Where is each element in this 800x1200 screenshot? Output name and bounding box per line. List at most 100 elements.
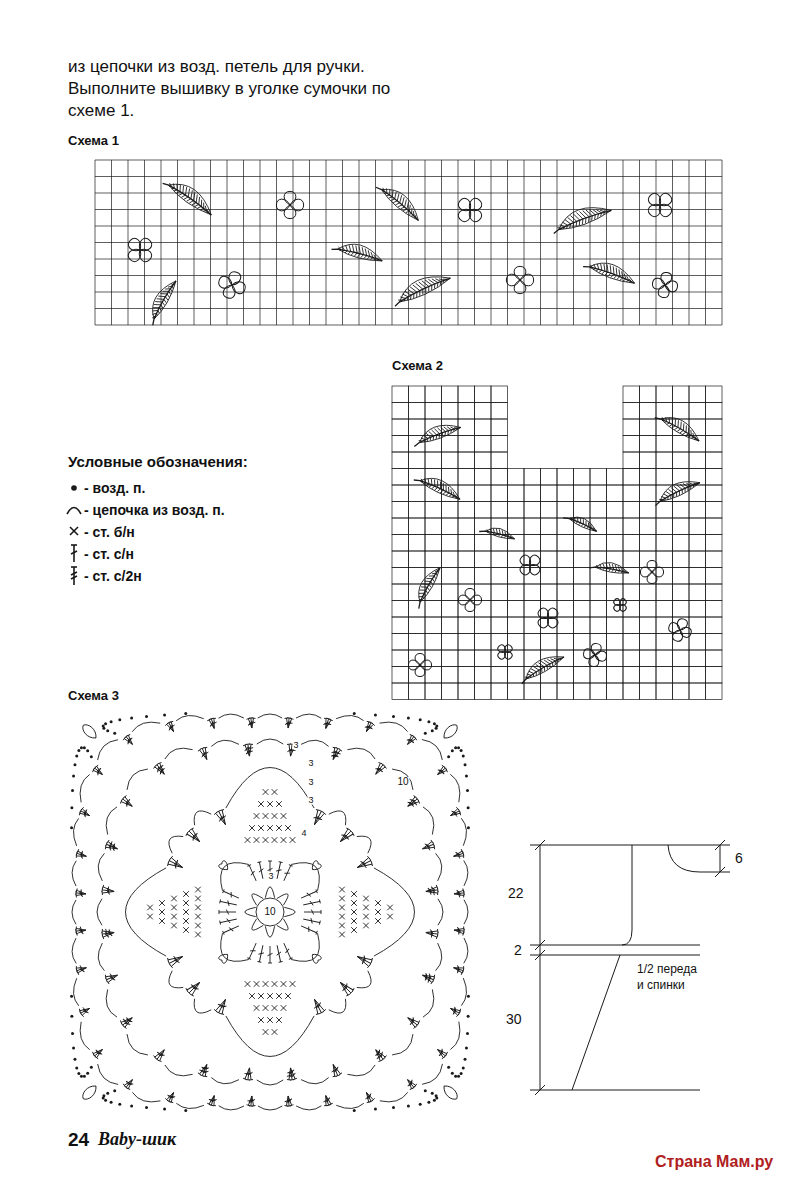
feather-barb bbox=[599, 564, 602, 567]
stitch-bar bbox=[310, 900, 313, 905]
grid-cell bbox=[491, 386, 508, 403]
grid-cell bbox=[574, 535, 591, 552]
stitch-stem bbox=[249, 865, 256, 881]
stitch-stem bbox=[301, 891, 317, 898]
feather-barb bbox=[608, 265, 614, 273]
feather-barb bbox=[426, 438, 429, 441]
feather-barb bbox=[414, 215, 418, 219]
feather-barb bbox=[680, 483, 685, 490]
sc-line bbox=[195, 887, 201, 893]
feather-barb bbox=[339, 249, 341, 250]
feather-spine bbox=[376, 185, 420, 222]
feather-spine bbox=[552, 209, 612, 234]
grid-cell bbox=[442, 683, 459, 700]
feather-barb bbox=[364, 249, 369, 256]
stitch-symbol bbox=[200, 747, 209, 760]
feather-barb bbox=[426, 479, 431, 484]
feather-barb bbox=[672, 419, 678, 426]
dc-cap bbox=[71, 544, 77, 546]
sc-line bbox=[351, 909, 357, 915]
stitch-symbol bbox=[275, 862, 283, 880]
flower-petal bbox=[506, 274, 520, 286]
grid-cell bbox=[689, 584, 706, 601]
sc-stitch bbox=[281, 1005, 287, 1011]
sc-line bbox=[285, 825, 291, 831]
sc-line bbox=[249, 825, 255, 831]
stitch-symbol bbox=[425, 885, 438, 894]
grid-cell bbox=[673, 584, 690, 601]
stitch-symbol bbox=[187, 829, 201, 843]
stitch-stem bbox=[426, 890, 438, 892]
stitch-bar bbox=[202, 1065, 207, 1070]
grid-cell bbox=[623, 502, 640, 519]
feather-barb bbox=[680, 430, 683, 434]
stitch-symbol bbox=[288, 1068, 295, 1081]
feather-barb bbox=[158, 293, 165, 299]
feather-barb bbox=[195, 203, 199, 207]
stitch-cap bbox=[79, 1009, 81, 1013]
feather-barb bbox=[617, 566, 620, 570]
grid-cell bbox=[590, 469, 607, 486]
sc-line bbox=[285, 993, 291, 999]
grid-cell bbox=[392, 601, 409, 618]
grid-cell bbox=[392, 419, 409, 436]
grid-cell bbox=[640, 535, 657, 552]
grid-cell bbox=[557, 502, 574, 519]
chain-arc bbox=[336, 1103, 364, 1108]
sc-line bbox=[387, 905, 393, 911]
chain-arc bbox=[169, 971, 183, 988]
grid-cell bbox=[425, 551, 442, 568]
sc-stitch bbox=[159, 918, 165, 924]
grid-cell bbox=[475, 419, 492, 436]
grid-cell bbox=[392, 551, 409, 568]
feather-barb bbox=[576, 521, 578, 523]
sc-line bbox=[351, 900, 357, 906]
stitch-bar bbox=[250, 949, 256, 953]
stitch-cap bbox=[434, 845, 436, 849]
stitch-symbol bbox=[153, 765, 166, 776]
feather-barb bbox=[583, 209, 589, 218]
sc-line bbox=[195, 914, 201, 920]
sc-stitch bbox=[363, 896, 369, 902]
feather-barb bbox=[540, 668, 543, 672]
feather-barb bbox=[158, 308, 162, 311]
feather-barb bbox=[570, 517, 573, 519]
stitch-cap bbox=[249, 743, 253, 745]
chain-arc bbox=[132, 1092, 160, 1102]
feather-barb bbox=[558, 657, 562, 660]
feather-barb bbox=[495, 529, 498, 534]
feather-barb bbox=[614, 275, 617, 279]
chain-arc bbox=[74, 978, 79, 1006]
sc-stitch bbox=[263, 813, 269, 819]
feather-barb bbox=[432, 486, 435, 490]
sc-stitch bbox=[351, 891, 357, 897]
sc-line bbox=[276, 801, 282, 807]
stitch-stem bbox=[408, 1018, 415, 1028]
stitch-cap bbox=[198, 1073, 201, 1075]
grid-cell bbox=[491, 601, 508, 618]
tick-mark bbox=[715, 867, 725, 877]
chain-arc bbox=[438, 899, 443, 925]
grid-cell bbox=[673, 535, 690, 552]
stitch-symbol bbox=[331, 1064, 338, 1077]
feather-barb bbox=[438, 434, 441, 438]
feather-barb bbox=[173, 283, 175, 285]
feather-barb bbox=[376, 257, 380, 260]
feather-spine bbox=[563, 515, 597, 533]
feather-barb bbox=[374, 258, 376, 260]
grid-cell bbox=[590, 667, 607, 684]
grid-cell bbox=[442, 518, 459, 535]
chain-arc bbox=[392, 769, 413, 790]
feather-barb bbox=[590, 216, 594, 221]
sc-stitch bbox=[263, 1029, 269, 1035]
stitch-bar bbox=[307, 892, 311, 898]
grid-cell bbox=[425, 683, 442, 700]
stitch-stem bbox=[102, 933, 114, 935]
feather-barb bbox=[348, 251, 351, 255]
sc-line bbox=[263, 1005, 269, 1011]
sc-line bbox=[147, 914, 153, 920]
feather-barb bbox=[354, 246, 359, 253]
grid-cell bbox=[673, 650, 690, 667]
sc-line bbox=[272, 1029, 278, 1035]
feather-barb bbox=[423, 440, 425, 442]
